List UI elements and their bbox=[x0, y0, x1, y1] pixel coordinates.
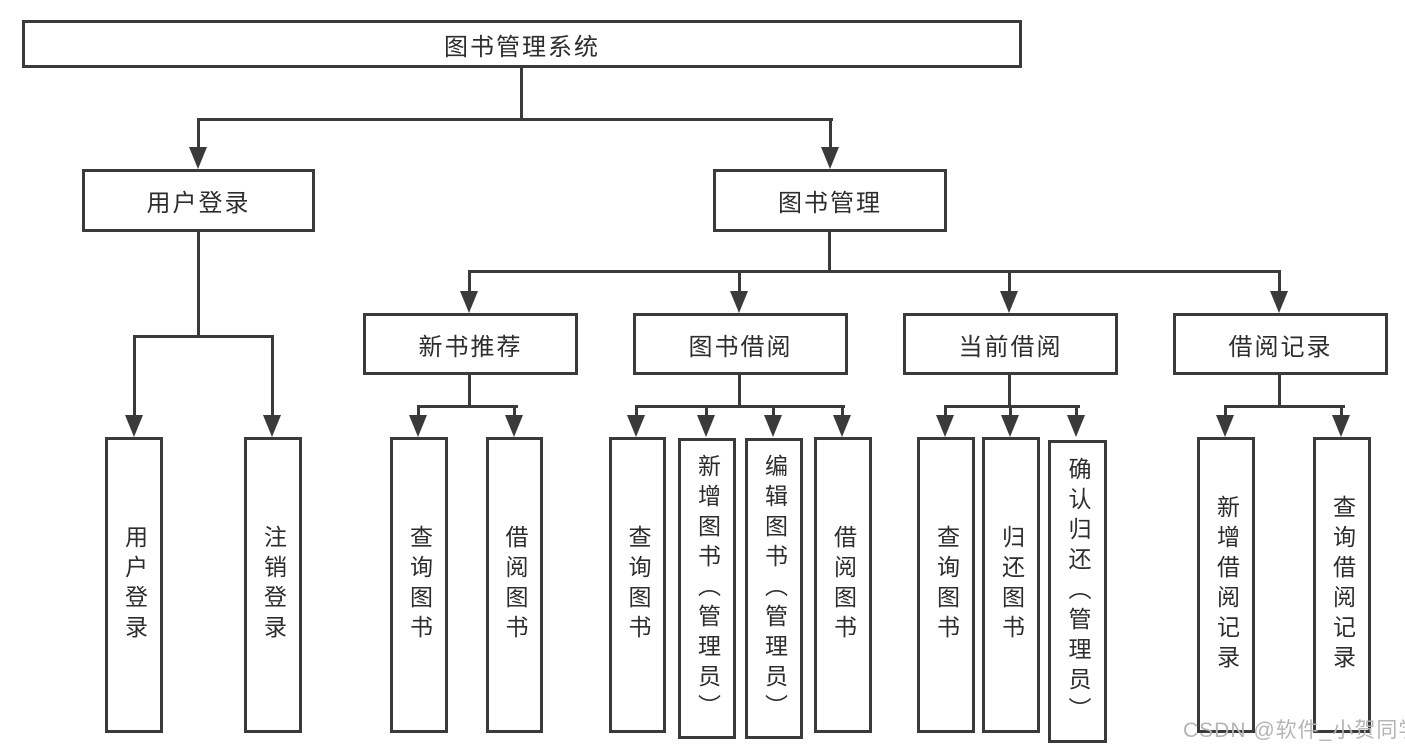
edge-newbook-bar bbox=[417, 405, 518, 408]
node-module-new-book-rec: 新书推荐 bbox=[363, 313, 578, 375]
node-leaf-cb-return-books: 归还图书 bbox=[982, 437, 1040, 733]
edge-current-drop-3 bbox=[1075, 405, 1078, 418]
node-leaf-bb-borrow-books: 借阅图书 bbox=[814, 437, 872, 733]
edge-root-stem bbox=[520, 67, 523, 118]
edge-newbook-drop-1 bbox=[417, 405, 420, 418]
arrowhead-br-add bbox=[1216, 415, 1234, 437]
edge-current-drop-1 bbox=[944, 405, 947, 418]
node-leaf-nb-query-books: 查询图书 bbox=[390, 437, 448, 733]
edge-books-drop-1 bbox=[468, 270, 471, 294]
edge-user-bar bbox=[133, 335, 274, 338]
edge-root-bar bbox=[197, 118, 833, 121]
node-leaf-nb-borrow-books: 借阅图书 bbox=[486, 437, 543, 733]
arrowhead-cb-return bbox=[1001, 415, 1019, 437]
edge-root-drop-user bbox=[197, 118, 200, 150]
node-leaf-cb-query-books: 查询图书 bbox=[917, 437, 975, 733]
edge-newbook-drop-2 bbox=[513, 405, 516, 418]
edge-user-drop-2 bbox=[271, 335, 274, 418]
node-leaf-user-login: 用户登录 bbox=[105, 437, 163, 733]
arrowhead-module-new-book bbox=[460, 291, 478, 313]
edge-borrow-stem bbox=[738, 374, 741, 405]
node-root: 图书管理系统 bbox=[22, 20, 1022, 68]
arrowhead-cb-confirm bbox=[1067, 415, 1085, 437]
edge-books-drop-3 bbox=[1008, 270, 1011, 294]
node-leaf-cb-confirm-return-admin: 确认归还（管理员） bbox=[1048, 440, 1107, 743]
node-module-book-borrow: 图书借阅 bbox=[633, 313, 848, 375]
edge-records-drop-2 bbox=[1340, 405, 1343, 418]
edge-newbook-stem bbox=[468, 374, 471, 405]
arrowhead-leaf-logout bbox=[263, 415, 281, 437]
arrowhead-bb-edit bbox=[764, 415, 782, 437]
arrowhead-leaf-user-login bbox=[125, 415, 143, 437]
arrowhead-bb-add bbox=[697, 415, 715, 437]
edge-borrow-drop-3 bbox=[772, 405, 775, 418]
node-leaf-bb-add-books-admin: 新增图书（管理员） bbox=[678, 438, 736, 739]
node-module-borrow-records: 借阅记录 bbox=[1173, 313, 1388, 375]
node-leaf-logout: 注销登录 bbox=[244, 437, 302, 733]
edge-books-bar bbox=[468, 270, 1281, 273]
edge-books-drop-4 bbox=[1278, 270, 1281, 294]
edge-root-drop-books bbox=[829, 118, 832, 150]
edge-records-bar bbox=[1224, 405, 1345, 408]
edge-user-drop-1 bbox=[133, 335, 136, 418]
arrowhead-nb-query bbox=[409, 415, 427, 437]
node-branch-book-mgmt: 图书管理 bbox=[713, 169, 947, 232]
edge-borrow-drop-2 bbox=[705, 405, 708, 418]
arrowhead-module-records bbox=[1270, 291, 1288, 313]
node-leaf-bb-query-books: 查询图书 bbox=[609, 437, 666, 733]
node-branch-user-login: 用户登录 bbox=[82, 169, 315, 232]
arrowhead-cb-query bbox=[936, 415, 954, 437]
edge-current-stem bbox=[1008, 374, 1011, 405]
watermark: CSDN @软件_小贺同学 bbox=[1183, 719, 1405, 742]
arrowhead-module-borrow bbox=[730, 291, 748, 313]
node-leaf-br-add-record: 新增借阅记录 bbox=[1197, 437, 1255, 733]
arrowhead-bb-borrow bbox=[833, 415, 851, 437]
node-leaf-br-query-record: 查询借阅记录 bbox=[1313, 437, 1371, 733]
arrowhead-books-branch bbox=[821, 147, 839, 169]
edge-records-stem bbox=[1278, 374, 1281, 405]
arrowhead-br-query bbox=[1332, 415, 1350, 437]
arrowhead-module-current bbox=[1000, 291, 1018, 313]
arrowhead-user-branch bbox=[189, 147, 207, 169]
node-module-current-borrow: 当前借阅 bbox=[903, 313, 1118, 375]
node-leaf-bb-edit-books-admin: 编辑图书（管理员） bbox=[745, 438, 803, 739]
edge-borrow-bar bbox=[635, 405, 845, 408]
edge-borrow-drop-1 bbox=[635, 405, 638, 418]
arrowhead-nb-borrow bbox=[505, 415, 523, 437]
arrowhead-bb-query bbox=[627, 415, 645, 437]
edge-books-stem bbox=[828, 231, 831, 270]
edge-borrow-drop-4 bbox=[841, 405, 844, 418]
edge-user-stem bbox=[197, 231, 200, 335]
edge-books-drop-2 bbox=[738, 270, 741, 294]
edge-current-drop-2 bbox=[1009, 405, 1012, 418]
edge-current-bar bbox=[944, 405, 1080, 408]
edge-records-drop-1 bbox=[1224, 405, 1227, 418]
